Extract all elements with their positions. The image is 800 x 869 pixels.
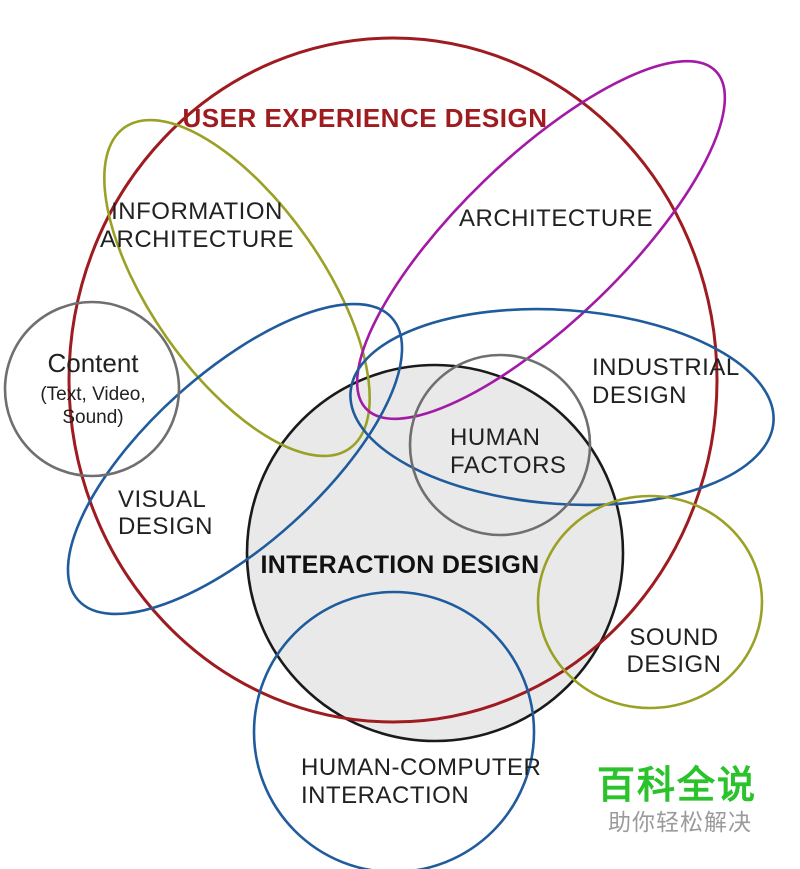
content-sublabel-line2: Sound)	[62, 407, 123, 428]
sound-design-circle	[536, 494, 764, 710]
interaction-design-label: INTERACTION DESIGN	[260, 551, 539, 579]
watermark-tagline: 助你轻松解决	[608, 809, 752, 835]
human-factors-label-line1: HUMAN	[450, 424, 541, 451]
visual-design-ellipse	[66, 302, 404, 616]
hci-label-line1: HUMAN-COMPUTER	[301, 754, 541, 781]
watermark-brand: 百科全说	[597, 764, 757, 807]
information-architecture-label-line1: INFORMATION	[111, 198, 283, 225]
visual-design-label-line1: VISUAL	[118, 486, 206, 513]
information-architecture-ellipse	[103, 118, 371, 458]
hci-circle	[252, 590, 536, 869]
sound-design-label-line2: DESIGN	[626, 651, 721, 678]
content-label: Content	[47, 348, 139, 378]
industrial-design-ellipse	[349, 307, 775, 507]
architecture-ellipse	[355, 59, 727, 421]
user-experience-design-ellipse	[67, 36, 719, 724]
industrial-design-label-line1: INDUSTRIAL	[592, 354, 740, 381]
content-sublabel-line1: (Text, Video,	[40, 384, 145, 405]
architecture-label: ARCHITECTURE	[459, 205, 653, 232]
visual-design-label-line2: DESIGN	[118, 513, 213, 540]
human-factors-circle	[408, 353, 592, 537]
diagram-title: USER EXPERIENCE DESIGN	[183, 103, 548, 133]
human-factors-label-line2: FACTORS	[450, 452, 566, 479]
interaction-design-circle	[245, 363, 625, 743]
sound-design-label-line1: SOUND	[629, 624, 718, 651]
content-circle	[3, 300, 181, 478]
hci-label-line2: INTERACTION	[301, 782, 469, 809]
industrial-design-label-line2: DESIGN	[592, 382, 687, 409]
information-architecture-label-line2: ARCHITECTURE	[100, 226, 294, 253]
